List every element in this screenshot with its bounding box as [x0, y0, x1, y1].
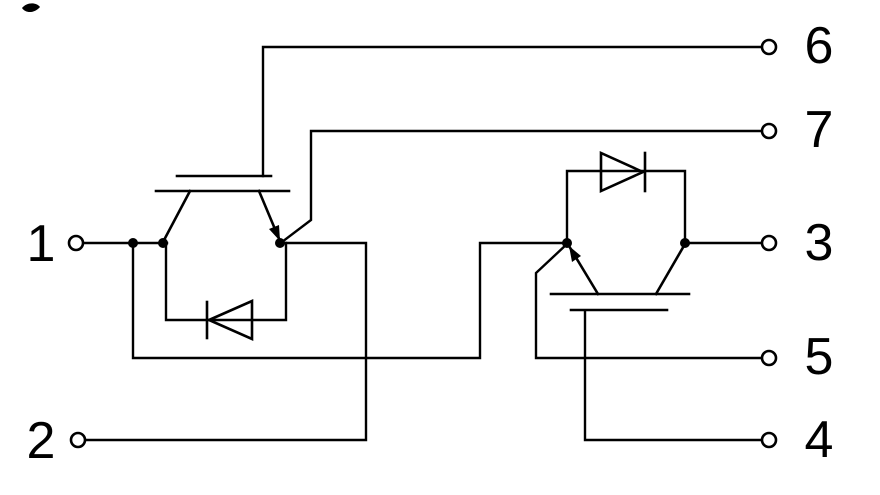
junction-dot [128, 238, 138, 248]
terminals [67, 38, 778, 449]
igbt-left-emitter-arrow-icon [269, 225, 280, 241]
terminal-pin1 [67, 234, 85, 252]
pin-label-6: 6 [804, 17, 834, 75]
igbt-left-collector-leg [161, 189, 192, 244]
pin-label-5: 5 [804, 328, 834, 386]
igbt-right-emitter-arrow-icon [569, 246, 581, 262]
igbt-left [154, 174, 291, 244]
scan-artifact-mark [22, 3, 40, 13]
diode-left [205, 299, 254, 341]
terminal-pin3 [760, 234, 778, 252]
wire-midpoint-link [131, 241, 570, 360]
diode-right [599, 150, 647, 194]
junction-dot [275, 238, 285, 248]
junction-dots [128, 238, 690, 248]
terminal-pin2 [69, 431, 87, 449]
pin-label-7: 7 [804, 101, 834, 159]
terminal-pin7 [760, 122, 778, 140]
pin-label-2: 2 [26, 412, 56, 470]
wire-gate2-pin4 [583, 309, 764, 442]
wire-emitter1-pin2 [83, 241, 368, 442]
wire-diode2-loop [565, 169, 687, 244]
terminal-pin5 [760, 349, 778, 367]
wire-pin7-aux-emitter1 [280, 129, 771, 244]
igbt-right-collector-leg [654, 242, 687, 296]
igbt-right [549, 242, 691, 312]
wire-pin6-gate1 [261, 45, 771, 178]
diode-left-triangle-icon [205, 299, 254, 341]
junction-dot [158, 238, 168, 248]
junction-dot [680, 238, 690, 248]
terminal-pin6 [760, 38, 778, 56]
diode-right-triangle-icon [599, 150, 647, 194]
pin-label-3: 3 [804, 214, 834, 272]
wire-diode1-loop [164, 241, 288, 322]
pin-label-4: 4 [804, 411, 834, 469]
junction-dot [562, 238, 572, 248]
wire-aux-emitter2-pin5 [534, 242, 764, 360]
pin-label-1: 1 [26, 215, 56, 273]
terminal-pin4 [760, 431, 778, 449]
wires [81, 45, 771, 442]
